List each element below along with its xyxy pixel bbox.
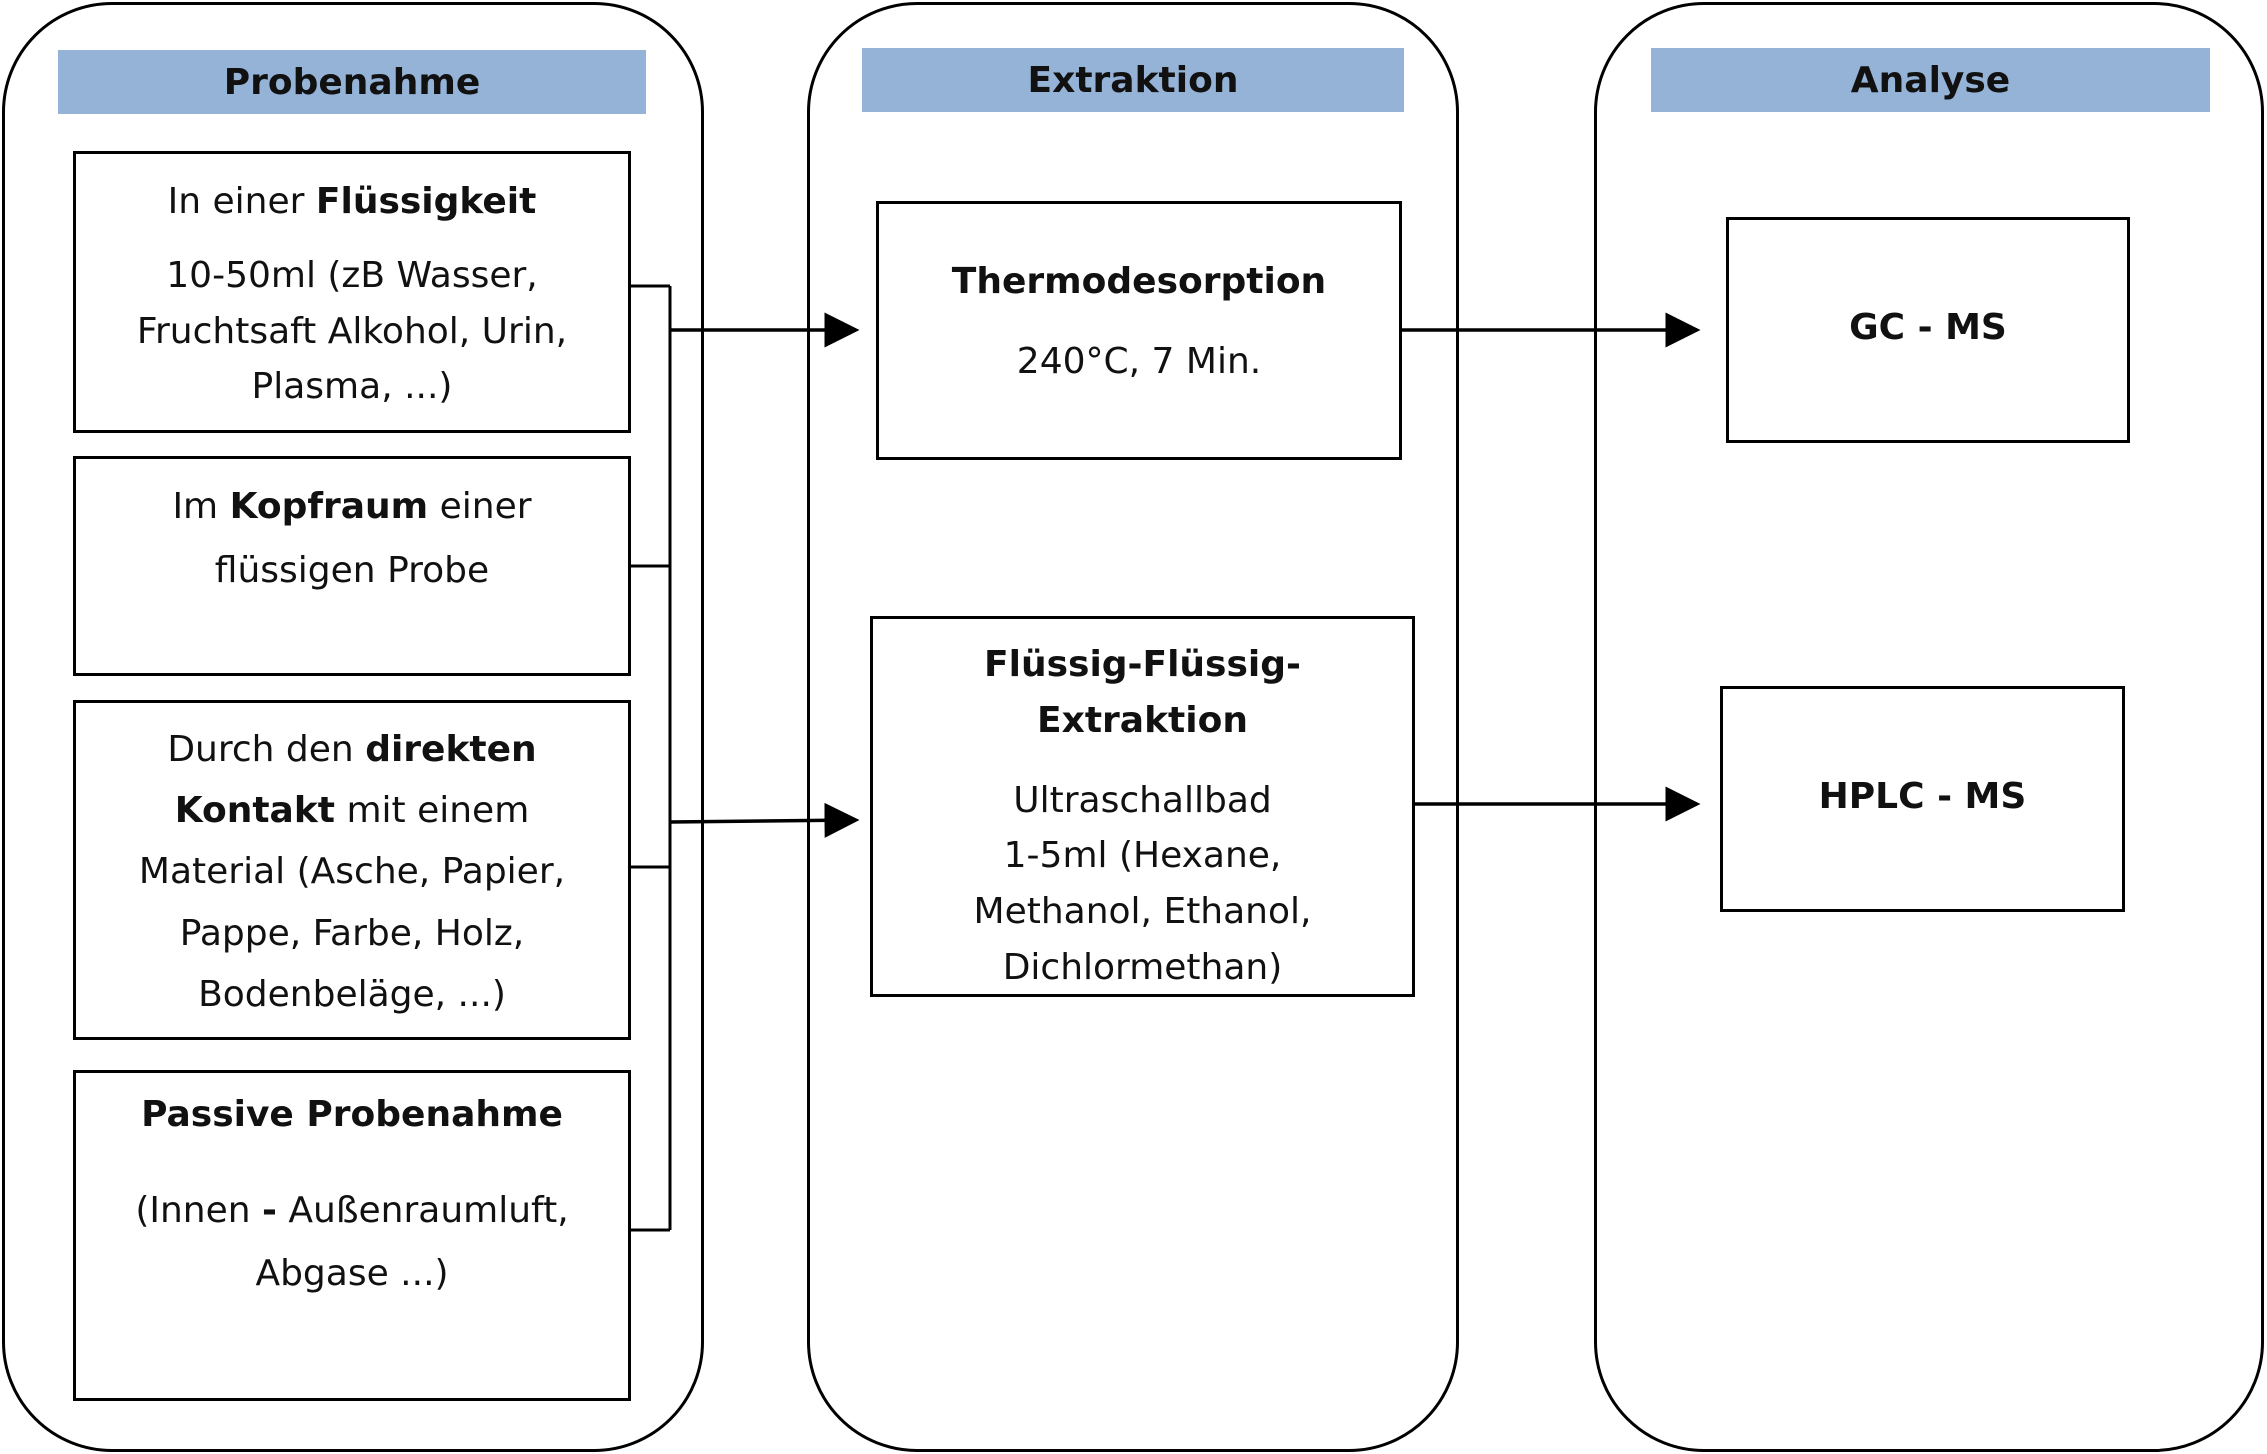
box-thermodesorption: Thermodesorption 240°C, 7 Min. bbox=[876, 201, 1402, 460]
box-fluessig-extraktion-title: Flüssig-Flüssig-Extraktion bbox=[984, 644, 1301, 741]
header-probenahme: Probenahme bbox=[58, 50, 646, 114]
box-kontakt-post: mit einem bbox=[335, 790, 530, 832]
box-kopfraum: Im Kopfraum einer flüssigen Probe bbox=[73, 456, 631, 676]
box-thermodesorption-body: 240°C, 7 Min. bbox=[1016, 340, 1262, 382]
box-gc-ms-title: GC - MS bbox=[1849, 307, 2007, 348]
box-kontakt: Durch den direkten Kontakt mit einem Mat… bbox=[73, 700, 631, 1040]
box-kopfraum-line2: flüssigen Probe bbox=[214, 549, 490, 591]
arrow-to-fluessig-extraktion bbox=[669, 802, 860, 838]
box-passive-body2: Abgase ...) bbox=[255, 1252, 449, 1294]
box-kontakt-pre: Durch den bbox=[167, 729, 366, 770]
header-analyse: Analyse bbox=[1651, 48, 2210, 112]
bracket bbox=[631, 284, 672, 1232]
box-kontakt-body: Material (Asche, Papier, Pappe, Farbe, H… bbox=[138, 851, 566, 1015]
box-hplc-ms: HPLC - MS bbox=[1720, 686, 2125, 912]
box-kontakt-bold1: direkten bbox=[365, 729, 537, 770]
box-fluessig-extraktion-line2: 1-5ml (Hexane, bbox=[1003, 835, 1282, 877]
box-fluessig-extraktion-line4: Dichlormethan) bbox=[1002, 946, 1283, 988]
box-passive-body-post: Außenraumluft, bbox=[276, 1189, 569, 1231]
box-fluessig-extraktion: Flüssig-Flüssig-Extraktion Ultraschallba… bbox=[870, 616, 1415, 997]
box-kopfraum-pre: Im bbox=[172, 486, 230, 527]
box-passive-body-bold: - bbox=[262, 1189, 277, 1231]
box-thermodesorption-title: Thermodesorption bbox=[951, 261, 1327, 302]
box-passive: Passive Probenahme (Innen - Außenraumluf… bbox=[73, 1070, 631, 1401]
box-kontakt-bold2: Kontakt bbox=[174, 790, 335, 832]
header-extraktion: Extraktion bbox=[862, 48, 1404, 112]
box-fluessig-extraktion-line1: Ultraschallbad bbox=[1013, 779, 1272, 821]
box-kopfraum-post: einer bbox=[428, 486, 532, 527]
box-fluessigkeit-bold: Flüssigkeit bbox=[315, 181, 537, 222]
box-passive-body-pre: (Innen bbox=[135, 1189, 263, 1231]
box-fluessigkeit-body: 10-50ml (zB Wasser, Fruchtsaft Alkohol, … bbox=[136, 254, 568, 408]
box-fluessig-extraktion-line3: Methanol, Ethanol, bbox=[973, 891, 1312, 933]
box-passive-title: Passive Probenahme bbox=[141, 1094, 563, 1135]
box-gc-ms: GC - MS bbox=[1726, 217, 2130, 443]
box-kopfraum-bold: Kopfraum bbox=[229, 486, 429, 527]
box-fluessigkeit: In einer Flüssigkeit 10-50ml (zB Wasser,… bbox=[73, 151, 631, 433]
box-hplc-ms-title: HPLC - MS bbox=[1818, 776, 2027, 817]
box-fluessigkeit-pre: In einer bbox=[167, 181, 316, 222]
